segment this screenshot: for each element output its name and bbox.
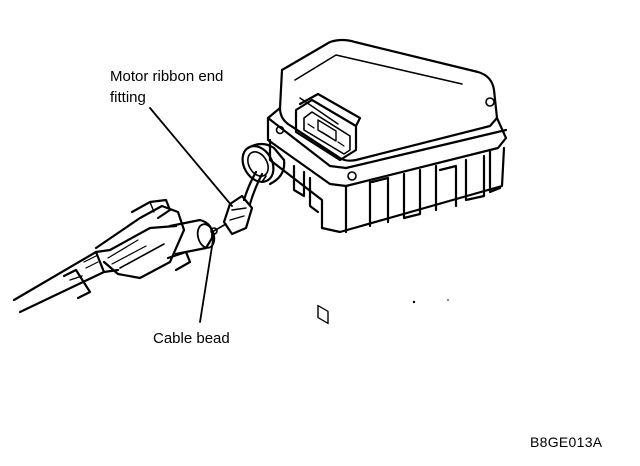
figure-id: B8GE013A	[530, 434, 603, 450]
cable-end-casing	[12, 198, 216, 314]
cable-bead-callout: Cable bead	[153, 330, 230, 347]
leader-lines	[149, 107, 233, 323]
motor-ribbon-end-fitting-callout: Motor ribbon end fitting	[110, 66, 223, 108]
electrical-connector	[294, 92, 362, 325]
leader-motor-fitting	[149, 107, 233, 207]
leader-cable-bead	[199, 233, 215, 323]
rubber-boot	[241, 142, 286, 186]
print-specks	[412, 299, 449, 304]
motor-callout-line-1: Motor ribbon end	[110, 68, 224, 85]
ribbon-end-fitting	[222, 194, 254, 236]
motor-housing	[266, 38, 508, 234]
motor-ribbon	[242, 170, 264, 206]
motor-callout-line-2: fitting	[110, 89, 146, 106]
